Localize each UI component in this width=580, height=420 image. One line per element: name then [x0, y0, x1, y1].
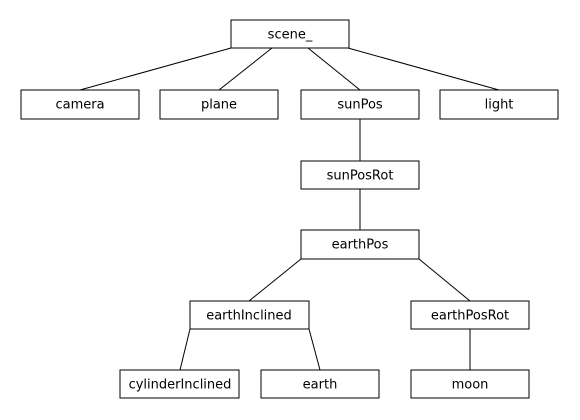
- node-scene-label: scene_: [268, 28, 313, 43]
- node-earthinclined-label: earthInclined: [206, 309, 292, 324]
- node-camera-label: camera: [55, 98, 104, 113]
- edge-earthinclined-earth: [308, 328, 321, 371]
- node-earthposrot-label: earthPosRot: [431, 309, 509, 324]
- node-earthpos: earthPos: [300, 229, 420, 260]
- node-cylinderinclined-label: cylinderInclined: [129, 378, 232, 393]
- node-earthpos-label: earthPos: [332, 238, 389, 253]
- node-moon: moon: [410, 369, 530, 399]
- node-camera: camera: [20, 89, 140, 120]
- node-earth: earth: [260, 369, 380, 399]
- node-cylinderinclined: cylinderInclined: [119, 369, 240, 399]
- tree-nodes: scene_ camera plane sunPos light sunPosR…: [20, 19, 559, 399]
- edge-earthpos-earthinclined: [248, 258, 302, 302]
- edge-earthpos-earthposrot: [418, 258, 471, 302]
- edge-scene-camera: [79, 47, 232, 91]
- node-sunpos: sunPos: [300, 89, 420, 120]
- edge-scene-light: [347, 47, 500, 91]
- node-light: light: [439, 89, 559, 120]
- edge-scene-plane: [218, 47, 273, 91]
- node-earthinclined: earthInclined: [189, 300, 310, 330]
- node-scene: scene_: [230, 19, 350, 49]
- node-earth-label: earth: [303, 378, 338, 393]
- node-plane: plane: [159, 89, 279, 120]
- node-sunposrot: sunPosRot: [300, 160, 420, 190]
- node-plane-label: plane: [201, 98, 237, 113]
- node-light-label: light: [485, 98, 514, 113]
- edge-earthinclined-cylinderinclined: [179, 328, 191, 371]
- node-earthposrot: earthPosRot: [410, 300, 530, 330]
- edge-scene-sunpos: [307, 47, 361, 91]
- node-sunposrot-label: sunPosRot: [327, 169, 394, 184]
- node-moon-label: moon: [452, 378, 489, 393]
- node-sunpos-label: sunPos: [337, 98, 383, 113]
- tree-edges: [79, 47, 500, 371]
